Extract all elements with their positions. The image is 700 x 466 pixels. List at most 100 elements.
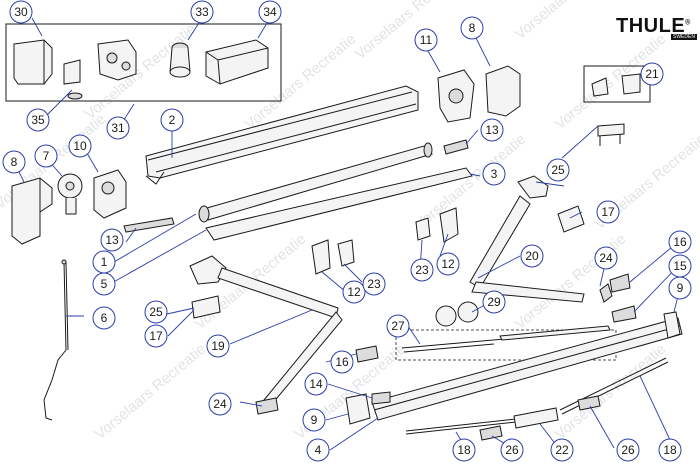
callout-number: 31	[111, 121, 125, 135]
callout-number: 12	[347, 285, 361, 299]
callout-number: 5	[101, 277, 108, 291]
callout-number: 24	[599, 251, 613, 265]
slider-16-left	[355, 345, 379, 363]
callout-number: 4	[315, 443, 322, 457]
callout-number: 11	[420, 33, 433, 47]
callout-number: 23	[367, 277, 381, 291]
callout-34: 34	[258, 0, 282, 24]
callout-12-2: 12	[342, 280, 366, 304]
foot-24-right	[599, 283, 613, 303]
cassette-profile	[145, 85, 419, 179]
wall-bracket	[597, 123, 625, 137]
callout-3: 3	[482, 162, 506, 186]
callout-circle	[452, 438, 476, 462]
registered-mark: ®	[685, 19, 691, 27]
callout-circle	[302, 408, 326, 432]
callout-number: 35	[31, 113, 45, 127]
callout-number: 26	[621, 443, 635, 457]
kit-mounting-plate	[63, 59, 81, 85]
right-arm-shoulder	[517, 175, 549, 199]
callout-circle	[640, 62, 664, 86]
front-bar-cap-right	[663, 311, 681, 339]
callout-24-2: 24	[208, 392, 232, 416]
foot-24-left	[255, 397, 279, 415]
watermark-text: Vorselaars Recreatie	[92, 341, 210, 444]
callout-number: 20	[525, 249, 539, 263]
callout-26-2: 26	[616, 438, 640, 462]
callout-number: 17	[601, 205, 615, 219]
callout-9: 9	[668, 276, 692, 300]
callout-number: 23	[415, 263, 429, 277]
left-arm-shoulder	[189, 255, 227, 285]
callout-number: 27	[391, 319, 405, 333]
kit-housing	[205, 39, 269, 85]
right-arm-upper	[469, 195, 531, 289]
callout-10: 10	[68, 134, 92, 158]
callout-circle	[410, 258, 434, 282]
callout-35: 35	[26, 108, 50, 132]
callout-circle	[144, 300, 168, 324]
callout-circle	[306, 438, 330, 462]
kit-washer	[67, 92, 83, 100]
callout-22: 22	[550, 438, 574, 462]
callout-circle	[92, 306, 116, 330]
callout-circle	[26, 108, 50, 132]
lower-rod-right	[561, 361, 669, 415]
callout-23-2: 23	[362, 272, 386, 296]
callout-circle	[546, 158, 570, 182]
left-pin	[123, 217, 175, 233]
callout-17-2: 17	[144, 324, 168, 348]
front-bar-cap-left	[345, 393, 371, 425]
callout-7: 7	[34, 144, 58, 168]
callout-circle	[342, 280, 366, 304]
callout-30: 30	[9, 0, 33, 24]
callout-20: 20	[520, 244, 544, 268]
callout-8: 8	[460, 16, 484, 40]
callout-circle	[106, 116, 130, 140]
callout-number: 17	[149, 329, 163, 343]
callout-circle	[2, 150, 26, 174]
callout-14: 14	[304, 372, 328, 396]
callout-circle	[330, 350, 354, 374]
callout-15: 15	[668, 254, 692, 278]
crank-rod	[43, 261, 67, 421]
callout-4: 4	[306, 438, 330, 462]
right-pin	[443, 139, 469, 155]
callout-9-2: 9	[302, 408, 326, 432]
callout-number: 8	[11, 155, 18, 169]
callout-number: 2	[169, 113, 176, 127]
callout-11: 11	[414, 28, 438, 52]
callout-number: 30	[14, 5, 28, 19]
callout-number: 29	[487, 295, 501, 309]
callout-circle	[480, 118, 504, 142]
callout-1: 1	[92, 250, 116, 274]
center-bracket-12	[439, 207, 459, 243]
callout-circle	[34, 144, 58, 168]
right-end-cap	[485, 65, 521, 117]
callout-number: 13	[485, 123, 499, 137]
mid-bracket-12	[311, 239, 331, 275]
callout-number: 9	[677, 281, 684, 295]
callout-circle	[68, 134, 92, 158]
callout-circle	[206, 334, 230, 358]
callout-number: 19	[211, 339, 225, 353]
callout-circle	[436, 252, 460, 276]
kit-end-cap	[13, 39, 53, 85]
slider-16-right	[609, 273, 631, 293]
callout-24: 24	[594, 246, 618, 270]
callout-number: 16	[673, 235, 687, 249]
callout-number: 21	[645, 67, 659, 81]
callout-number: 26	[505, 443, 519, 457]
kit-box-frame	[5, 23, 282, 102]
callout-number: 6	[101, 311, 108, 325]
callout-29: 29	[482, 290, 506, 314]
slider-14	[371, 391, 391, 405]
callout-number: 8	[469, 21, 476, 35]
callout-number: 12	[441, 257, 455, 271]
callout-16-2: 16	[330, 350, 354, 374]
callout-circle	[258, 0, 282, 24]
callout-number: 10	[73, 139, 87, 153]
callout-number: 14	[309, 377, 323, 391]
watermark-text: Vorselaars Recreatie	[512, 0, 630, 43]
